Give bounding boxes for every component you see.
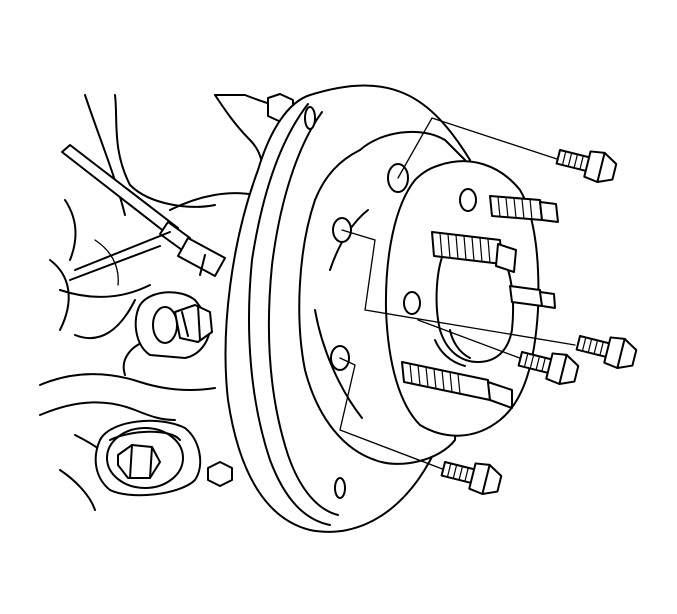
wheel-stud — [431, 231, 517, 273]
wheel-hub-bearing — [298, 130, 540, 465]
wheel-stud — [509, 285, 556, 309]
ball-joint-nut — [174, 304, 213, 343]
hub-bolt — [575, 335, 638, 369]
shield-hole-bottom — [334, 477, 346, 499]
steering-knuckle — [49, 94, 301, 340]
wheel-stud — [489, 195, 559, 223]
wheel-stud — [401, 361, 513, 409]
hub-bolt — [440, 461, 503, 495]
hub-bolt — [517, 351, 580, 385]
tie-rod-nut — [117, 444, 161, 479]
ball-joint — [134, 291, 213, 359]
callout-lines — [339, 117, 576, 471]
wheel-studs — [401, 195, 559, 409]
shield-hole-top — [304, 106, 316, 130]
hub-bolt — [555, 149, 618, 183]
lower-nut — [207, 461, 233, 487]
tie-rod-end — [94, 419, 202, 497]
axle-shaft — [61, 144, 226, 281]
